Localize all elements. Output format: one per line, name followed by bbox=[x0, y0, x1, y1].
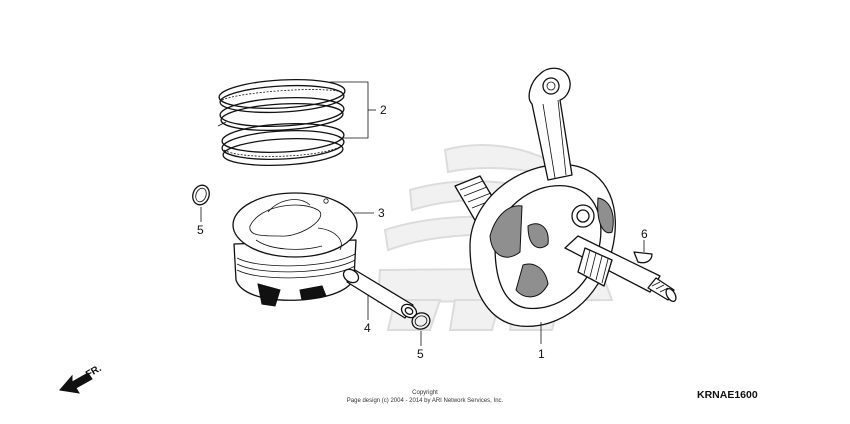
direction-label: FR. bbox=[84, 363, 104, 381]
callout-4: 4 bbox=[364, 321, 371, 335]
copyright-line-1: Copyright bbox=[412, 390, 438, 396]
callout-1: 1 bbox=[538, 347, 545, 361]
callout-5-right: 5 bbox=[417, 347, 424, 361]
diagram-code: KRNAE1600 bbox=[697, 389, 758, 401]
woodruff-key bbox=[633, 251, 653, 264]
pin-clip-left bbox=[192, 184, 210, 206]
pin-clip-right bbox=[411, 312, 431, 330]
callout-3: 3 bbox=[378, 206, 385, 220]
piston-ring-set bbox=[217, 78, 346, 167]
leader-lines bbox=[200, 81, 645, 346]
piston-pin bbox=[342, 268, 418, 319]
copyright-line-2: Page design (c) 2004 - 2014 by ARI Netwo… bbox=[347, 398, 504, 404]
callout-5-left: 5 bbox=[197, 223, 204, 237]
piston bbox=[232, 192, 358, 307]
callout-6: 6 bbox=[641, 227, 648, 241]
callout-2: 2 bbox=[380, 103, 387, 117]
direction-arrow-icon bbox=[59, 372, 93, 394]
crankshaft-assembly bbox=[454, 67, 677, 327]
front-direction-indicator: FR. bbox=[59, 363, 104, 394]
